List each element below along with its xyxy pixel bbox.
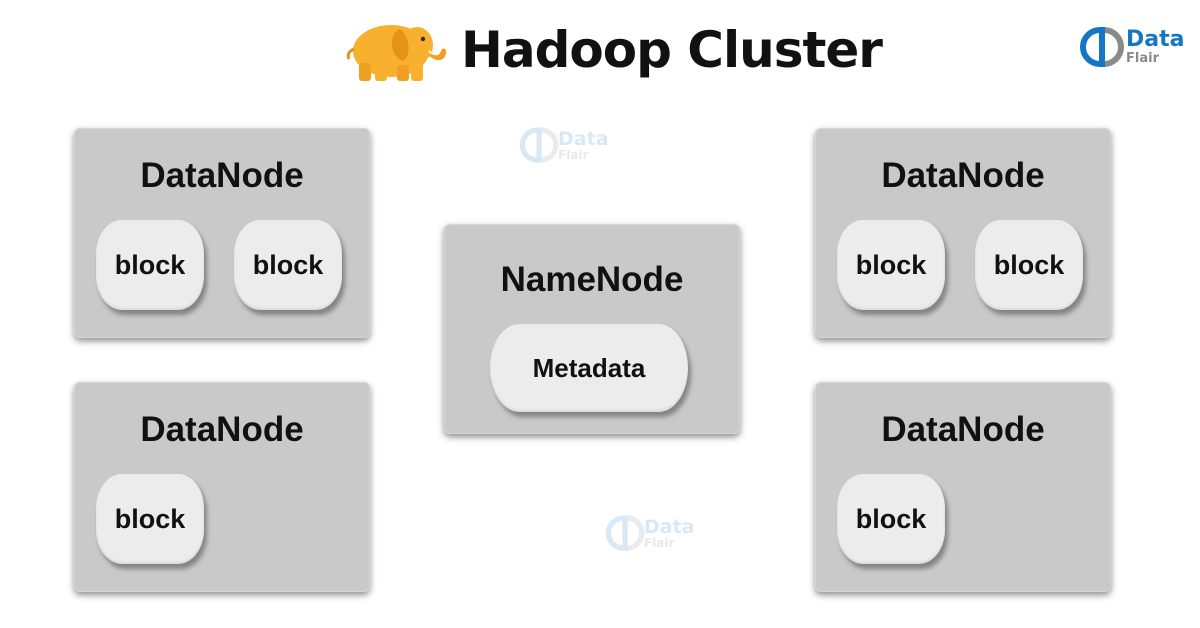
block-item: block — [837, 474, 945, 564]
block-item: block — [837, 220, 945, 310]
datanode-box: DataNode block — [815, 382, 1111, 592]
datanode-title: DataNode — [140, 156, 304, 195]
datanode-box: DataNode block block — [74, 128, 370, 338]
dataflair-wordmark: Data Flair — [1126, 27, 1185, 66]
dataflair-logo-icon — [1080, 27, 1124, 67]
metadata-item: Metadata — [490, 324, 688, 412]
watermark-text-top: Data — [558, 127, 609, 150]
block-item: block — [234, 220, 342, 310]
dataflair-watermark-icon — [519, 127, 559, 163]
datanode-box: DataNode block — [74, 382, 370, 592]
namenode-title: NameNode — [500, 260, 684, 299]
dataflair-logo: Data Flair — [1078, 20, 1188, 74]
watermark-text-top: Data — [644, 515, 695, 538]
header: Hadoop Cluster — [345, 10, 883, 90]
hadoop-elephant-icon — [346, 25, 447, 81]
brand-name-bottom: Flair — [1126, 51, 1159, 66]
datanode-title: DataNode — [140, 410, 304, 449]
namenode-box: NameNode Metadata — [444, 224, 740, 434]
block-item: block — [96, 474, 204, 564]
dataflair-watermark-icon — [605, 515, 645, 551]
watermark-text-bottom: Flair — [644, 535, 675, 550]
brand-name-top: Data — [1126, 27, 1185, 52]
datanode-title: DataNode — [881, 410, 1045, 449]
datanode-box: DataNode block block — [815, 128, 1111, 338]
block-item: block — [96, 220, 204, 310]
watermark-text-bottom: Flair — [558, 147, 589, 162]
page-title: Hadoop Cluster — [461, 21, 883, 79]
block-item: block — [975, 220, 1083, 310]
datanode-title: DataNode — [881, 156, 1045, 195]
